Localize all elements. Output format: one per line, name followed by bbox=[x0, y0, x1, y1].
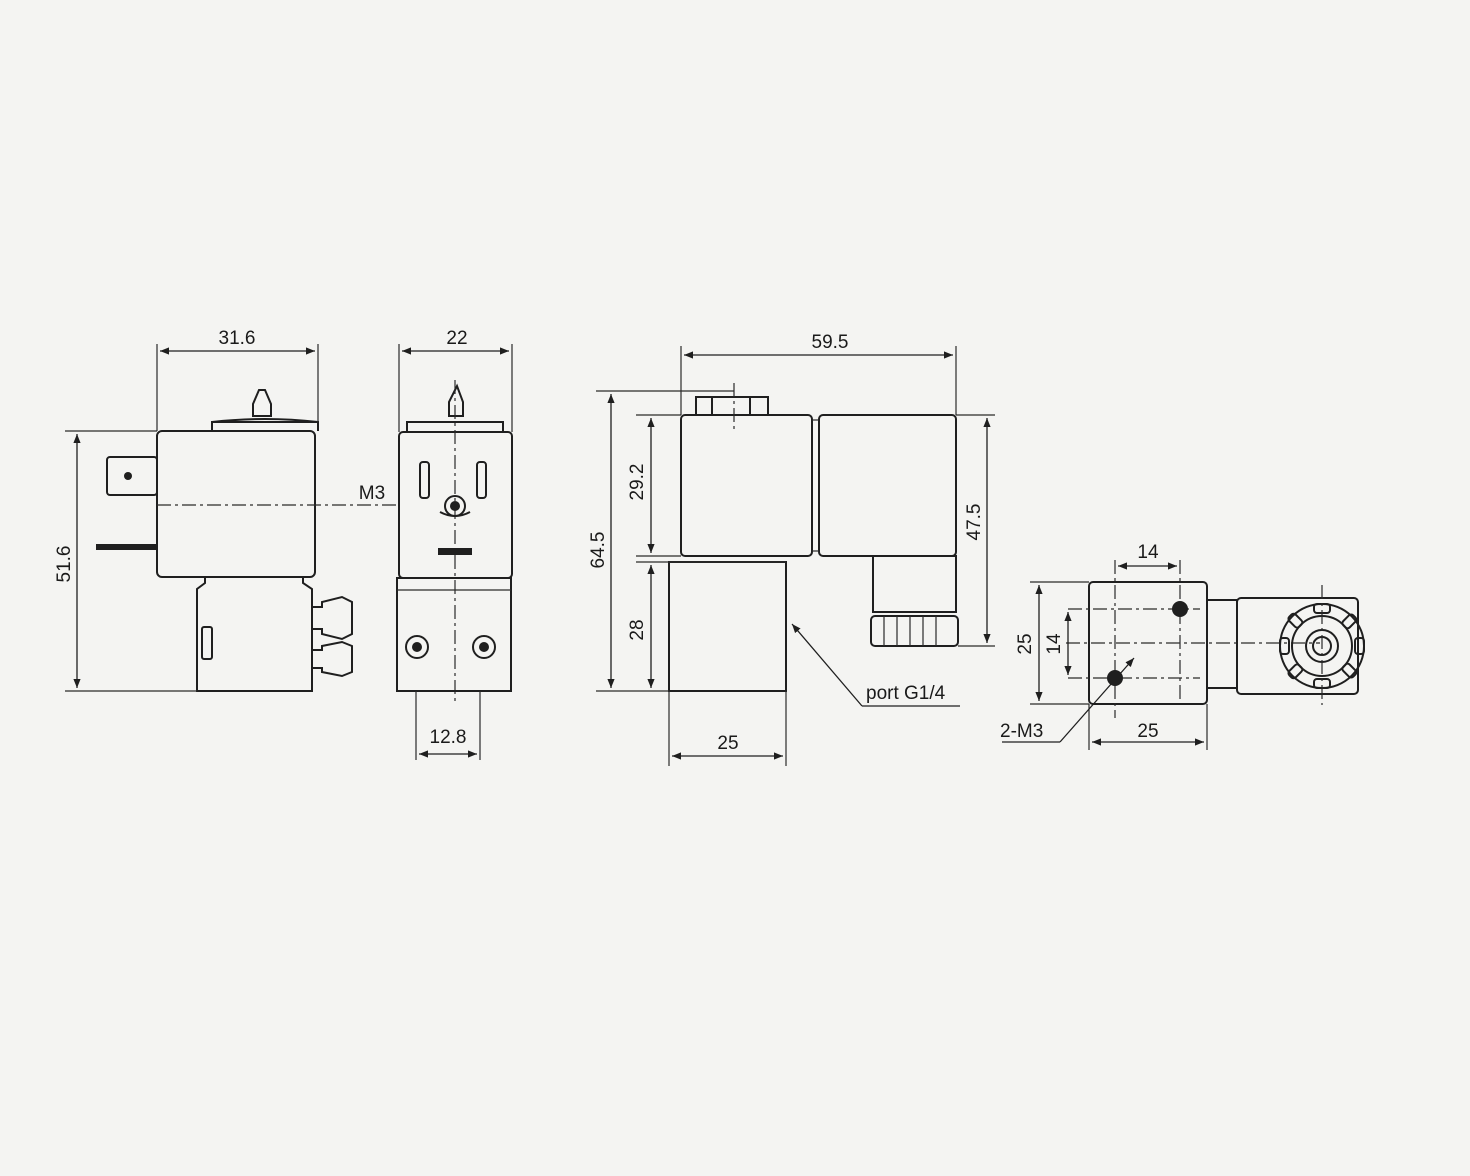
barb-fitting bbox=[312, 595, 353, 641]
connector-body bbox=[1236, 597, 1359, 695]
coil-body bbox=[156, 430, 316, 578]
mount-hole bbox=[1107, 670, 1123, 686]
overall-width-dimension: 59.5 bbox=[812, 332, 849, 353]
coil-height-dimension: 29.2 bbox=[627, 464, 648, 501]
connector-housing bbox=[818, 414, 957, 557]
bottom-view: 14 25 14 25 2-M3 bbox=[1000, 542, 1365, 750]
body-width-dimension: 25 bbox=[717, 733, 738, 754]
connector-height-dimension: 47.5 bbox=[964, 504, 985, 541]
mount-thread-label: 2-M3 bbox=[1000, 721, 1043, 742]
barb-fitting bbox=[312, 640, 353, 678]
top-nut bbox=[695, 396, 769, 415]
valve-body bbox=[668, 561, 787, 692]
cable-gland bbox=[870, 615, 959, 647]
top-nipple bbox=[211, 418, 319, 431]
mount-hole bbox=[1172, 601, 1188, 617]
width-dimension: 31.6 bbox=[219, 328, 256, 349]
height-dimension: 25 bbox=[1015, 633, 1036, 654]
coil-body bbox=[680, 414, 813, 557]
port-label: port G1/4 bbox=[866, 683, 946, 704]
hole-spacing-y-dimension: 14 bbox=[1044, 633, 1065, 655]
valve-body bbox=[196, 577, 313, 692]
valve-body bbox=[396, 577, 512, 692]
thread-label: M3 bbox=[359, 483, 385, 504]
elevation-view: port G1/4 59.5 64.5 29.2 28 47.5 25 bbox=[588, 332, 995, 766]
spade-terminal bbox=[106, 456, 158, 496]
width-dimension: 25 bbox=[1137, 721, 1158, 742]
front-view: 31.6 51.6 bbox=[54, 328, 400, 692]
body-height-dimension: 28 bbox=[627, 619, 648, 640]
hole-spacing-x-dimension: 14 bbox=[1137, 542, 1159, 563]
total-height-dimension: 64.5 bbox=[588, 532, 609, 569]
height-dimension: 51.6 bbox=[54, 546, 75, 583]
side-view: M3 22 12.8 bbox=[359, 328, 513, 760]
hole-spacing-dimension: 12.8 bbox=[430, 727, 467, 748]
width-dimension: 22 bbox=[446, 328, 467, 349]
